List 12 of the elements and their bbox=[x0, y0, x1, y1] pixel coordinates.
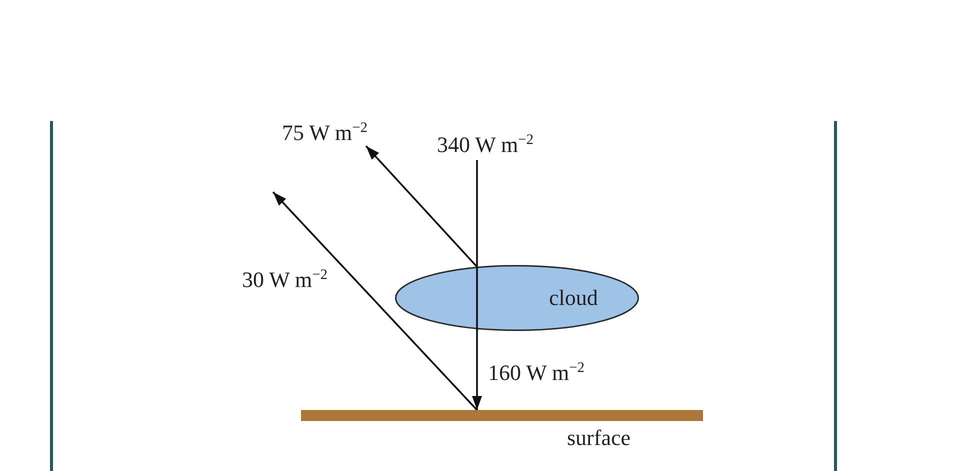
edge-label: 30 W m$^{−2}$ bbox=[242, 268, 328, 291]
arrow bbox=[365, 145, 478, 268]
arrow bbox=[472, 266, 482, 410]
surface-bar bbox=[301, 410, 703, 421]
line bbox=[476, 160, 478, 267]
arrow bbox=[272, 191, 478, 411]
cloud-label: cloud bbox=[549, 286, 598, 309]
edge-label: 340 W m$^{−2}$ bbox=[437, 134, 534, 156]
surface-label: surface bbox=[567, 427, 631, 449]
edge-label: 160 W m$^{−2}$ bbox=[488, 362, 585, 384]
cloud-ellipse bbox=[395, 265, 639, 331]
edge-label: 75 W m$^{−2}$ bbox=[282, 122, 368, 144]
